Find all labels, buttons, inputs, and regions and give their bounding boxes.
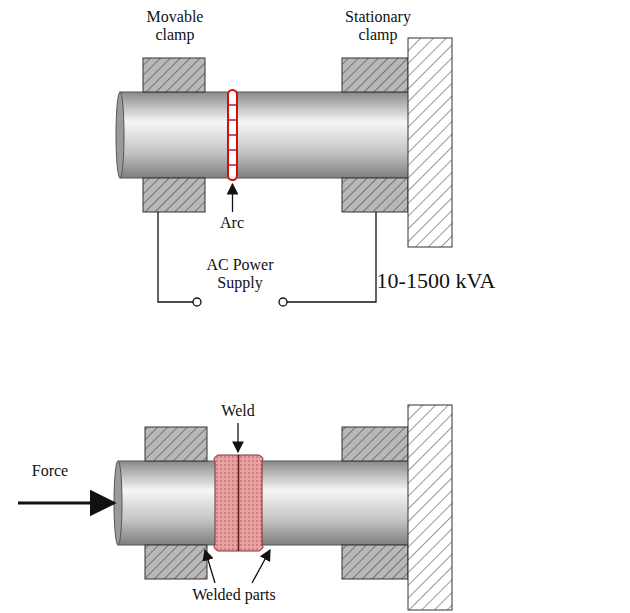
rod-end <box>114 461 122 545</box>
wall <box>408 405 452 610</box>
part-label: Weld <box>203 402 273 420</box>
leader-line <box>237 423 238 452</box>
part-label: Welded parts <box>159 586 309 604</box>
bottom-figure <box>18 405 452 610</box>
weld-bead <box>214 455 263 551</box>
leader-line <box>232 184 233 212</box>
arc-symbol <box>228 90 237 180</box>
movable-clamp <box>145 427 207 461</box>
leader-line <box>252 550 270 583</box>
movable-clamp <box>143 178 205 212</box>
wire <box>158 212 193 302</box>
rating-label: 10-1500 kVA <box>346 268 526 293</box>
wall <box>408 38 452 247</box>
terminal <box>279 298 287 306</box>
terminal <box>193 298 201 306</box>
part-label: AC Power Supply <box>200 256 280 293</box>
rod-end <box>116 92 124 178</box>
movable-clamp <box>143 58 205 92</box>
stationary-clamp <box>342 178 408 212</box>
wire <box>287 212 376 302</box>
part-label: Stationary clamp <box>336 8 420 45</box>
stationary-clamp <box>342 427 408 461</box>
top-figure <box>116 38 452 306</box>
movable-clamp <box>145 545 207 579</box>
part-label: Arc <box>202 214 262 232</box>
force-arrow <box>18 502 114 505</box>
part-label: Movable clamp <box>135 8 215 45</box>
weld-seam <box>238 455 240 551</box>
rod <box>120 92 420 178</box>
force-label: Force <box>10 462 90 480</box>
rod <box>118 461 420 545</box>
stationary-clamp <box>342 58 408 92</box>
stationary-clamp <box>342 545 408 579</box>
leader-line <box>205 550 215 583</box>
